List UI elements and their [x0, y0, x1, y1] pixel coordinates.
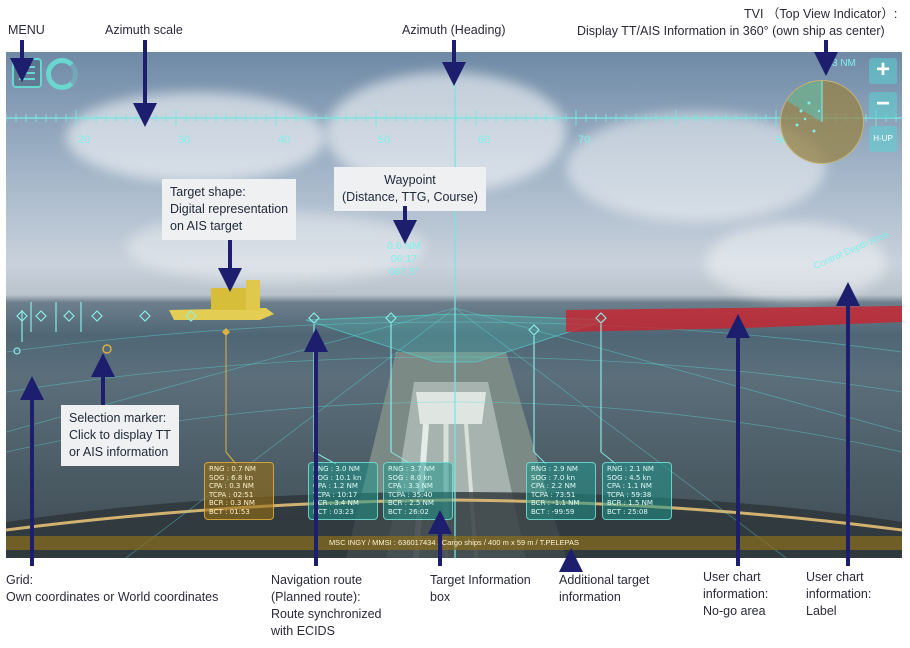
target-info-line: BCT : 25:08 — [607, 507, 648, 516]
cloud — [66, 92, 326, 182]
target-info-line: BCT : 01:53 — [209, 507, 250, 516]
menu-annotation: MENU — [8, 23, 45, 37]
zoom-out-button[interactable]: − — [869, 92, 897, 118]
target-info-line: BCR : 2.5 NM — [388, 499, 434, 508]
target-info-line: CPA : 0.3 NM — [209, 482, 254, 491]
target-info-line: BCR : 3.4 NM — [313, 499, 359, 508]
target-info-line: TCPA : 73:51 — [531, 490, 576, 499]
target-info-line: SOG : 8.0 kn — [388, 473, 433, 482]
grid-annotation: Grid:Own coordinates or World coordinate… — [6, 573, 219, 604]
azimuth-heading-annotation: Azimuth (Heading) — [402, 23, 506, 37]
target-info-line: BCR : 0.3 NM — [209, 499, 255, 508]
tvi-annotation-title: TVI （Top View Indicator）: — [744, 7, 898, 21]
target-info-line: SOG : 10.1 kn — [313, 473, 362, 482]
status-ring-icon — [46, 58, 78, 90]
selection-marker — [102, 328, 230, 452]
no-go-area — [566, 306, 902, 332]
azimuth-scale-annotation: Azimuth scale — [105, 23, 183, 37]
target-info-line: RNG : 3.7 NM — [388, 465, 435, 473]
target-info-line: CPA : 3.3 NM — [388, 482, 433, 491]
additional-target-info-bar: MSC INGY / MMSI : 636017434 / Cargo ship… — [6, 536, 902, 550]
target-info-line: SOG : 6.8 kn — [209, 473, 254, 482]
target-info-line: RNG : 2.1 NM — [607, 465, 654, 473]
tvi-annotation-desc: Display TT/AIS Information in 360° (own … — [577, 24, 885, 38]
target-info-line: RNG : 2.9 NM — [531, 465, 578, 473]
tvi-radar[interactable] — [780, 80, 864, 164]
hud-overlay — [6, 52, 902, 558]
target-info-line: TCPA : 35:40 — [388, 490, 433, 499]
target-info-line: BCT : 03:23 — [313, 507, 354, 516]
azimuth-tick-label: 70 — [578, 134, 591, 146]
azimuth-tick-label: 60 — [478, 134, 491, 146]
heading-up-button[interactable]: H-UP — [869, 126, 897, 152]
target-info-line: CPA : 1.2 NM — [313, 482, 358, 491]
azimuth-tick-label: 40 — [278, 134, 291, 146]
target-info-line: BCT : -99:59 — [531, 507, 575, 516]
tvi-range: 3 NM — [832, 58, 856, 69]
target-info-line: TCPA : 02:51 — [209, 490, 254, 499]
azimuth-tick-label: 50 — [378, 134, 391, 146]
target-info-line: BCR : -1.1 NM — [531, 499, 580, 508]
azimuth-tick-label: 30 — [178, 134, 191, 146]
navigation-route-annotation: Navigation route(Planned route): Route s… — [271, 573, 382, 638]
target-info-line: CPA : 1.1 NM — [607, 482, 652, 491]
target-info-line: SOG : 4.5 kn — [607, 473, 652, 482]
target-info-line: RNG : 3.0 NM — [313, 465, 360, 473]
zoom-in-button[interactable]: + — [869, 58, 897, 84]
target-info-line: TCPA : 10:17 — [313, 490, 358, 499]
target-info-line: SOG : 7.0 kn — [531, 473, 576, 482]
target-info-line: CPA : 2.2 NM — [531, 482, 576, 491]
target-info-line: BCR : 1.5 NM — [607, 499, 653, 508]
target-info-line: TCPA : 59:38 — [607, 490, 652, 499]
azimuth-tick-label: 20 — [78, 134, 91, 146]
target-info-line: BCT : 26:02 — [388, 507, 429, 516]
menu-icon[interactable] — [12, 58, 42, 88]
waypoint-readout: 0.6 NM 06:17 067.5° — [387, 240, 421, 278]
target-info-line: RNG : 0.7 NM — [209, 465, 256, 473]
waypoint-callout: Waypoint(Distance, TTG, Course) — [334, 167, 486, 211]
